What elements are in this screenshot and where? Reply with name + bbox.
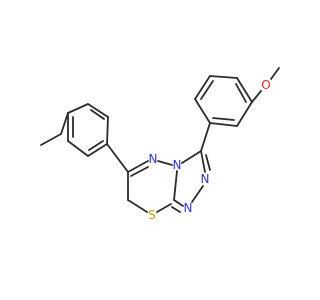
bond-aryl-c6 [106, 143, 129, 173]
bond-c3-n2-double [205, 154, 211, 171]
bond-n1-c8a [173, 170, 178, 201]
bond-c6-n5-double [130, 166, 149, 177]
bond-mp-2 [194, 75, 211, 100]
bond-mp-5 [236, 101, 253, 127]
bond-mp-d3 [212, 117, 235, 121]
atom-o-label: O [261, 78, 270, 92]
atom-labels: N N N N S O [148, 78, 271, 222]
bond-ep-2 [87, 103, 109, 118]
molecule-structure: N N N N S O [40, 67, 280, 222]
bond-ep-4 [87, 143, 108, 157]
bond-c3-n2 [200, 150, 206, 173]
bond-ep-5 [67, 140, 89, 157]
bond-mp-d1 [200, 80, 214, 100]
bond-aryl-o [251, 90, 262, 103]
bond-ch2-s [127, 199, 148, 213]
bond-mp-1 [194, 98, 211, 124]
molecule-canvas: N N N N S O [40, 67, 280, 222]
bond-n3-c8a-double [171, 206, 181, 213]
atom-n-label: N [184, 201, 193, 215]
bond-ch3-ch2 [40, 133, 62, 146]
bonds [40, 67, 280, 213]
bond-mp-6 [209, 122, 238, 127]
atom-s-label: S [148, 208, 156, 222]
bond-ep-d1 [90, 109, 105, 120]
bond-c3-aryl [200, 122, 211, 152]
atom-n-label: N [201, 172, 210, 186]
bond-s-c8a [156, 203, 172, 213]
atom-n-label: N [149, 152, 158, 166]
bond-ep-3 [106, 116, 109, 145]
bond-mp-3 [209, 75, 238, 79]
bond-mp-d2 [235, 83, 247, 103]
bond-ch2-aryl [60, 112, 69, 135]
bond-n1-c3 [181, 150, 202, 164]
bond-n2-n3 [191, 185, 204, 203]
bond-o-ch3 [270, 67, 280, 80]
bond-mp-4 [236, 77, 253, 103]
atom-n-label: N [173, 158, 182, 172]
bond-n5-n1 [157, 160, 173, 166]
bond-ep-1 [67, 103, 89, 114]
bond-c6-n5 [127, 160, 149, 173]
bond-ep-d2 [88, 140, 104, 151]
bond-n3-c8a [173, 199, 184, 207]
